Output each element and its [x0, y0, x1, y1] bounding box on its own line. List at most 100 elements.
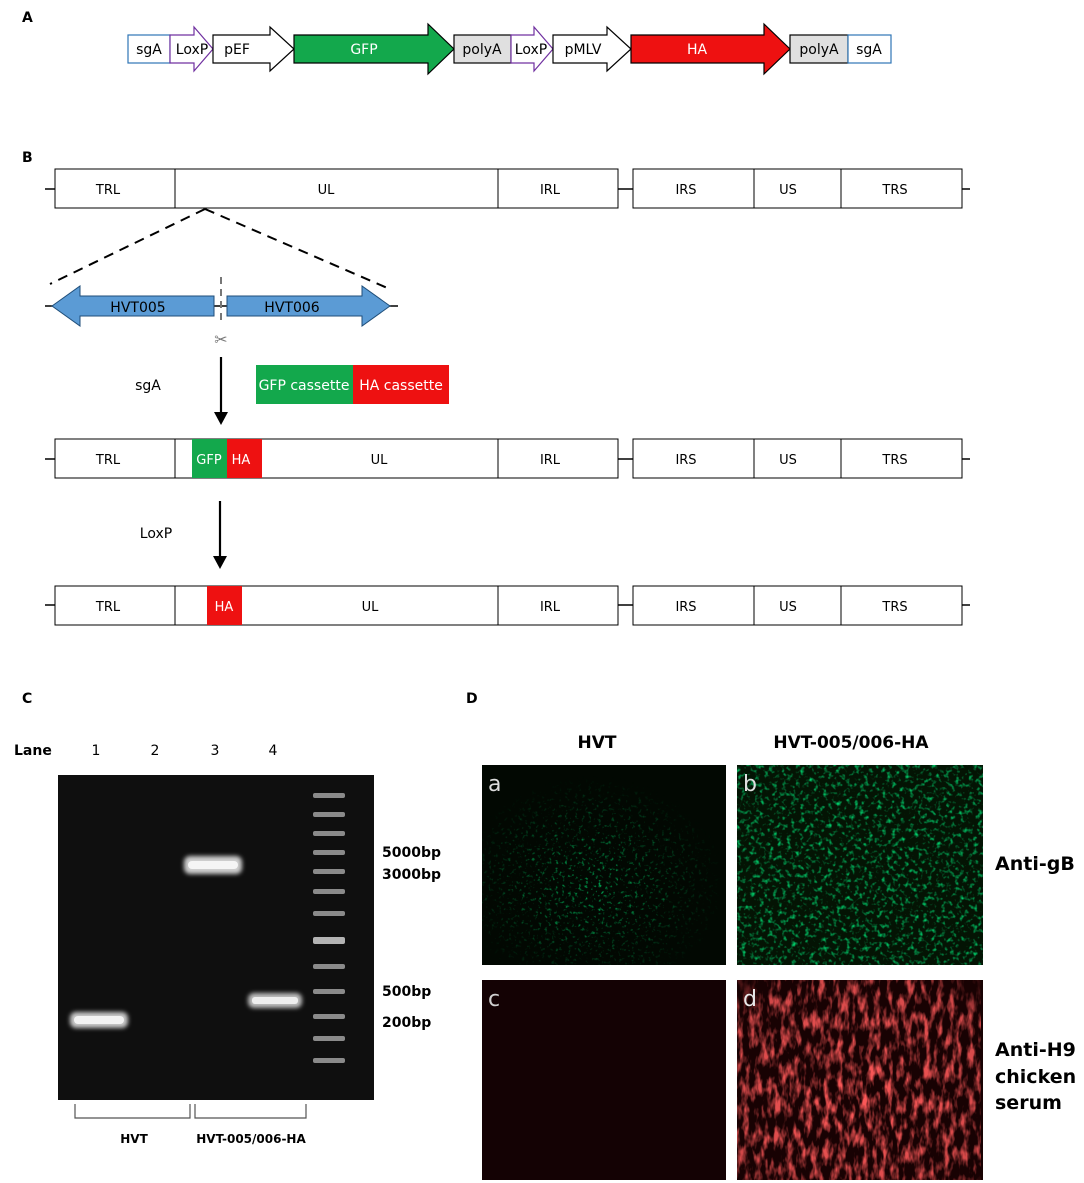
genome2-irs — [632, 438, 755, 479]
construct-label-sga-right: sgA — [856, 42, 882, 58]
genome-wildtype: TRL UL IRL IRS US TRS — [45, 168, 970, 209]
lane-2-label: 2 — [151, 743, 160, 759]
genome2-label-irs: IRS — [675, 453, 696, 468]
panel-label-b: B — [22, 150, 33, 166]
ifa-image-a: a — [482, 765, 726, 965]
lane-3-label: 3 — [211, 743, 220, 759]
step1-arrowhead-icon — [214, 412, 228, 425]
genome2-irl — [497, 438, 619, 479]
genome1-label-trs: TRS — [881, 183, 907, 198]
genome1-irl — [497, 168, 619, 209]
bracket-recombinant — [194, 1104, 307, 1119]
genome3-trs — [840, 585, 963, 626]
genome3-ha — [207, 586, 242, 625]
column-header-recombinant: HVT-005/006-HA — [773, 733, 929, 753]
construct-label-loxp-left: LoxP — [176, 42, 208, 58]
genome3-label-trs: TRS — [881, 600, 907, 615]
construct-label-polya-left: polyA — [462, 42, 502, 58]
marker-200bp: 200bp — [382, 1015, 431, 1031]
genome3-label-us: US — [779, 600, 797, 615]
genome3-label-trl: TRL — [95, 600, 121, 615]
column-header-hvt: HVT — [578, 733, 617, 753]
hvt005-label: HVT005 — [110, 300, 165, 316]
genome1-trs — [840, 168, 963, 209]
panel-label-c: C — [22, 691, 32, 707]
ifa-image-d: d — [737, 980, 983, 1180]
genome2-us — [753, 438, 842, 479]
marker-5000bp: 5000bp — [382, 845, 441, 861]
genome2-label-trs: TRS — [881, 453, 907, 468]
genome3-label-irs: IRS — [675, 600, 696, 615]
genome3-label-irl: IRL — [540, 600, 561, 615]
gfp-cassette-box — [256, 365, 353, 404]
genome2-label-ul: UL — [371, 453, 389, 468]
ha-cassette-label: HA cassette — [359, 378, 443, 394]
step2-arrowhead-icon — [213, 556, 227, 569]
construct-label-polya-right: polyA — [799, 42, 839, 58]
gfp-cassette-label: GFP cassette — [259, 378, 350, 394]
construct-label-gfp: GFP — [350, 42, 377, 58]
genome3-trl — [54, 585, 176, 626]
genome3-label-ha: HA — [215, 600, 234, 615]
hvt006-label: HVT006 — [264, 300, 319, 316]
lane-1-label: 1 — [92, 743, 101, 759]
construct-polya-left — [453, 34, 512, 64]
ha-cassette-box — [353, 365, 449, 404]
construct-loxp-left — [169, 25, 214, 73]
genome1-trl — [54, 168, 176, 209]
genome2-ha — [227, 439, 262, 478]
construct-pmlv — [552, 25, 632, 73]
genome2-label-ha: HA — [232, 453, 251, 468]
genome2-label-gfp: GFP — [196, 453, 222, 468]
marker-500bp: 500bp — [382, 984, 431, 1000]
genome3-irs — [632, 585, 755, 626]
scissors-icon: ✂ — [214, 330, 227, 349]
group-label-hvt: HVT — [120, 1132, 148, 1146]
genome1-label-irs: IRS — [675, 183, 696, 198]
genome1-label-ul: UL — [318, 183, 336, 198]
insertion-locus: HVT005 HVT006 ✂ — [45, 277, 398, 349]
ifa-sublabel-b: b — [743, 772, 757, 797]
row-label-anti-h9: Anti-H9 — [995, 1039, 1076, 1061]
genome2-trl — [54, 438, 176, 479]
genome2-label-trl: TRL — [95, 453, 121, 468]
genome3-irl — [497, 585, 619, 626]
ifa-image-c: c — [482, 980, 726, 1180]
construct-label-ha: HA — [687, 42, 708, 58]
step1-label: sgA — [135, 378, 161, 394]
genome2-label-us: US — [779, 453, 797, 468]
genome1-label-trl: TRL — [95, 183, 121, 198]
marker-3000bp: 3000bp — [382, 867, 441, 883]
construct-label-sga-left: sgA — [136, 42, 162, 58]
construct-loxp-right — [510, 25, 554, 73]
construct-ha — [630, 22, 791, 76]
genome2-label-irl: IRL — [540, 453, 561, 468]
hvt006-arrow — [226, 285, 391, 327]
lane-4-label: 4 — [269, 743, 278, 759]
bracket-hvt — [74, 1104, 191, 1119]
lane-label: Lane — [14, 743, 52, 759]
genome1-us — [753, 168, 842, 209]
ifa-image-b: b — [737, 765, 983, 965]
construct-sga-left — [127, 34, 171, 64]
row-label-serum: serum — [995, 1092, 1062, 1114]
ifa-sublabel-c: c — [488, 987, 500, 1012]
panel-label-d: D — [466, 691, 478, 707]
construct-pef — [212, 25, 295, 73]
row-label-chicken: chicken — [995, 1066, 1076, 1088]
genome1-label-us: US — [779, 183, 797, 198]
genome1-label-irl: IRL — [540, 183, 561, 198]
group-label-recombinant: HVT-005/006-HA — [196, 1132, 306, 1146]
row-label-anti-gb: Anti-gB — [995, 853, 1075, 875]
gel-image — [58, 775, 374, 1100]
genome3-us — [753, 585, 842, 626]
genome-ha-only: TRL HA UL IRL IRS US TRS — [45, 585, 970, 626]
ifa-sublabel-d: d — [743, 987, 757, 1012]
construct-sga-right — [847, 34, 892, 64]
genome2-trs — [840, 438, 963, 479]
construct-label-pef: pEF — [224, 42, 250, 58]
genome-gfp-ha: TRL GFP HA UL IRL IRS US TRS — [45, 438, 970, 479]
construct-polya-right — [789, 34, 849, 64]
zoom-line-right — [204, 208, 393, 291]
